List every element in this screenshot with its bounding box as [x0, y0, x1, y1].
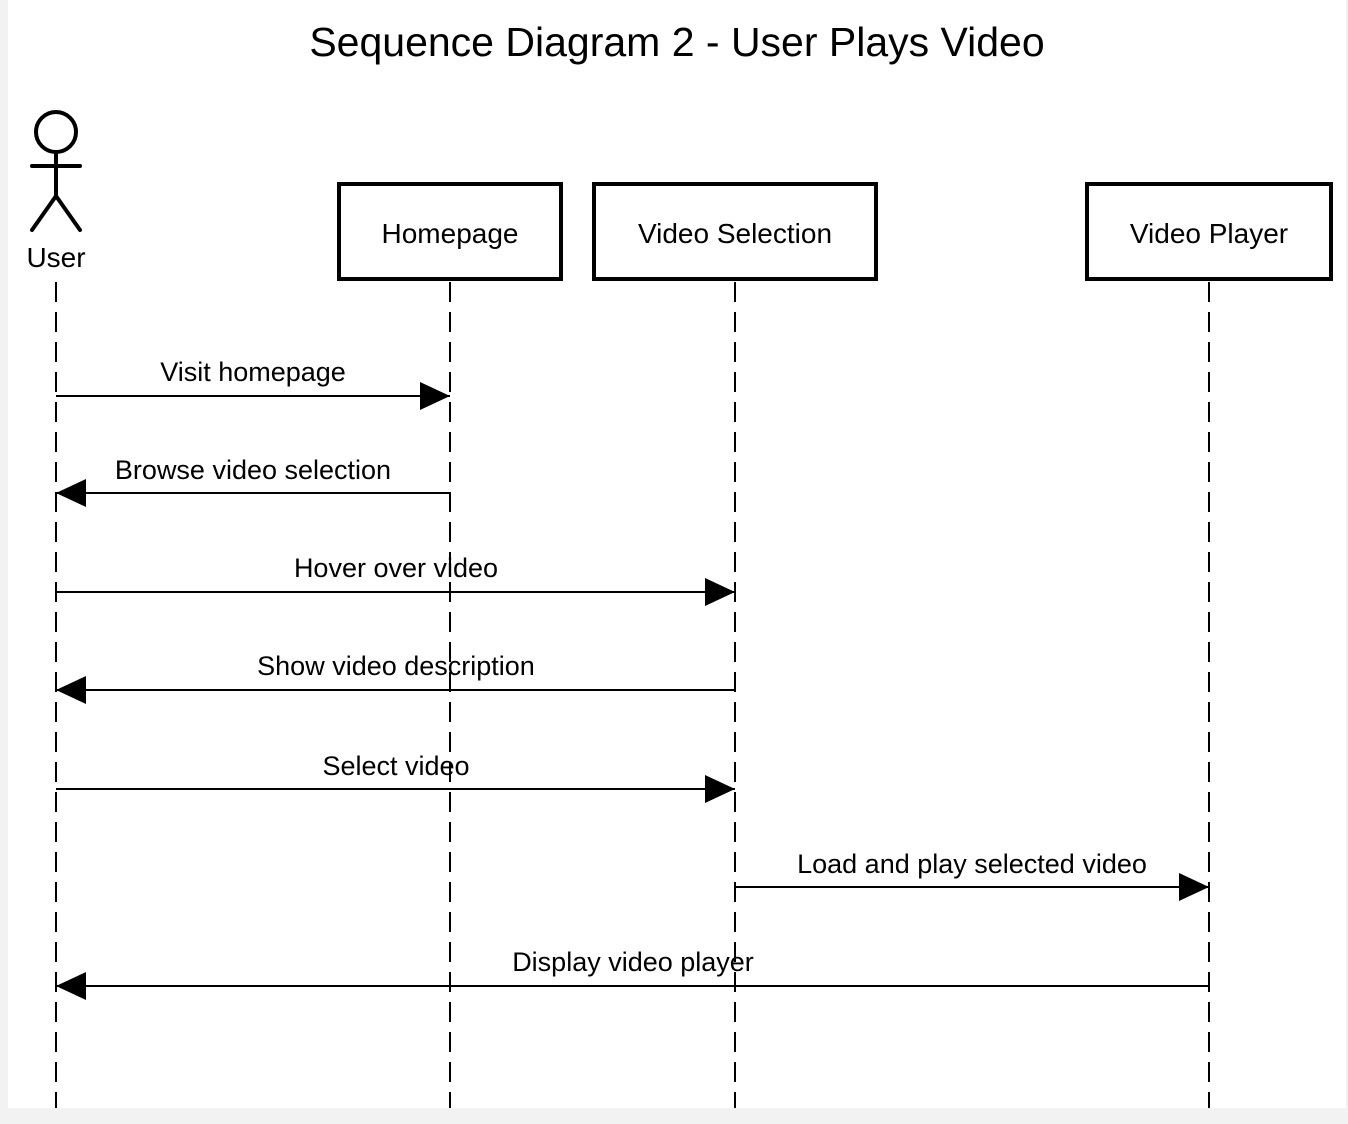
lifelines [55, 282, 1210, 1108]
diagram-title: Sequence Diagram 2 - User Plays Video [309, 19, 1044, 65]
messages [56, 382, 1209, 1000]
message-label-visit-homepage: Visit homepage [160, 357, 346, 387]
participant-label-homepage: Homepage [382, 218, 519, 249]
message-label-load-and-play-selected-video: Load and play selected video [797, 849, 1147, 879]
participant-video-selection: Video Selection [592, 182, 878, 281]
participant-label-video-player: Video Player [1130, 218, 1288, 249]
message-label-select-video: Select video [322, 751, 469, 781]
message-label-browse-video-selection: Browse video selection [115, 455, 391, 485]
actor-label-user: User [26, 242, 85, 273]
user-actor-icon [30, 110, 82, 232]
participant-video-player: Video Player [1085, 182, 1333, 281]
message-label-show-video-description: Show video description [257, 651, 535, 681]
message-label-hover-over-video: Hover over video [294, 553, 498, 583]
message-label-display-video-player: Display video player [512, 947, 754, 977]
participant-homepage: Homepage [337, 182, 563, 281]
participant-label-video-selection: Video Selection [638, 218, 832, 249]
